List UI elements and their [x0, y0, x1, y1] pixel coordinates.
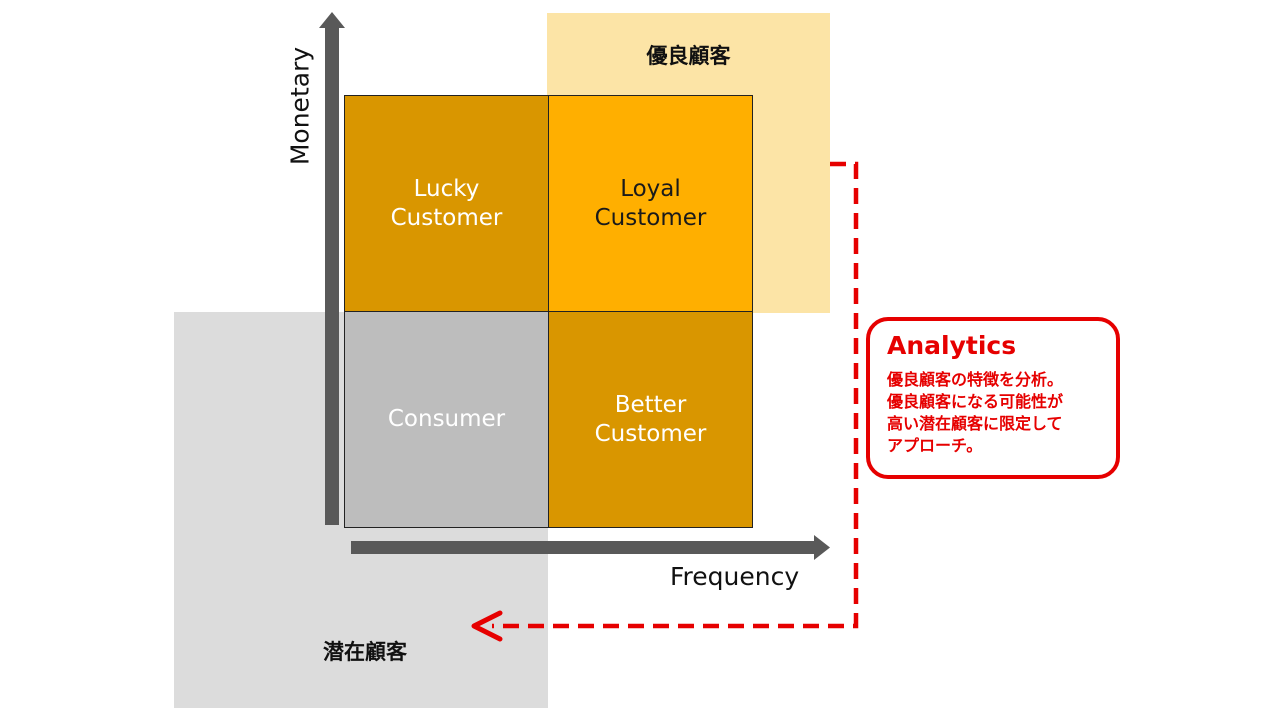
- quadrant-loyal-customer: Loyal Customer: [548, 95, 753, 312]
- x-axis-arrow: [351, 535, 830, 560]
- quadrant-lucky-customer: Lucky Customer: [344, 95, 549, 312]
- quadrant-label: Lucky Customer: [390, 175, 503, 231]
- potential-zone-title: 潜在顧客: [323, 640, 407, 664]
- quadrant-consumer: Consumer: [344, 311, 549, 528]
- dashed-connector-arrow: [471, 161, 859, 642]
- quadrant-label: Loyal Customer: [594, 175, 707, 231]
- analytics-callout: Analytics 優良顧客の特徴を分析。 優良顧客になる可能性が 高い潜在顧客…: [866, 317, 1120, 479]
- quadrant-label: Consumer: [387, 406, 506, 432]
- loyal-zone-title: 優良顧客: [646, 44, 731, 68]
- callout-title: Analytics: [887, 331, 1017, 360]
- y-axis-label: Monetary: [285, 46, 315, 166]
- quadrant-better-customer: Better Customer: [548, 311, 753, 528]
- x-axis-label: Frequency: [670, 562, 800, 591]
- callout-body: 優良顧客の特徴を分析。 優良顧客になる可能性が 高い潜在顧客に限定して アプロー…: [887, 370, 1064, 455]
- quadrant-label: Better Customer: [594, 391, 707, 447]
- y-axis-arrow: [319, 12, 345, 525]
